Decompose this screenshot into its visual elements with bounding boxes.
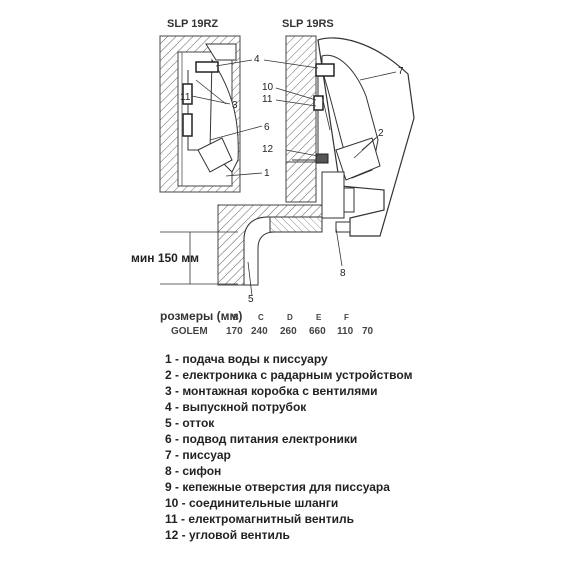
dim-value-e: 110 xyxy=(337,326,354,337)
leader-lines xyxy=(160,59,397,297)
leader-8 xyxy=(335,227,343,267)
siphon-connector xyxy=(343,187,355,213)
leader-1 xyxy=(225,172,263,177)
callout-5: 5 xyxy=(248,294,254,305)
leader-4-left xyxy=(215,59,253,67)
leader-3 xyxy=(195,79,227,105)
callout-12: 12 xyxy=(262,144,274,155)
callout-11-right: 11 xyxy=(262,94,273,105)
callout-7: 7 xyxy=(398,66,404,77)
dim-value-d: 660 xyxy=(309,326,326,337)
outlet-pipe-left xyxy=(195,61,219,73)
callout-4-left: 4 xyxy=(254,54,260,65)
legend-item-5: 5 - отток xyxy=(165,416,215,430)
dim-header-f: F xyxy=(344,313,349,322)
legend-item-1: 1 - подача воды к писсуару xyxy=(165,352,328,366)
leader-11-left xyxy=(191,95,231,105)
legend-item-8: 8 - сифон xyxy=(165,464,222,478)
slp19rz-drawing xyxy=(159,35,241,193)
legend-item-9: 9 - кепежные отверстия для писсуара xyxy=(165,480,390,494)
callout-11-left: 11 xyxy=(180,92,191,103)
outlet-pipe-right xyxy=(315,63,335,77)
legend-item-12: 12 - угловой вентиль xyxy=(165,528,290,542)
leader-6-left xyxy=(209,125,263,141)
valve-lower-left xyxy=(182,113,193,137)
dim-value-f: 70 xyxy=(362,326,374,337)
hose-left xyxy=(187,70,200,151)
legend-item-7: 7 - писсуар xyxy=(165,448,231,462)
leader-2b xyxy=(353,137,377,159)
title-slp19rs: SLP 19RS xyxy=(282,18,334,30)
dimensions-table: розмеры (мм) B C D E F GOLEM 170 240 260… xyxy=(160,309,374,337)
dim-value-b: 240 xyxy=(251,326,268,337)
legend-item-4: 4 - выпускной потрубок xyxy=(165,400,307,414)
legend-item-11: 11 - електромагнитный вентиль xyxy=(165,512,355,526)
solenoid-valve-right xyxy=(313,95,324,111)
callout-3: 3 xyxy=(232,100,238,111)
dim-header-d: D xyxy=(287,313,293,322)
legend-list: 1 - подача воды к писсуару 2 - електрони… xyxy=(165,351,565,543)
dimensions-header: розмеры (мм) xyxy=(160,309,242,323)
dim-header-e: E xyxy=(316,313,322,322)
legend-item-10: 10 - соединительные шланги xyxy=(165,496,339,510)
leader-11-right xyxy=(275,99,317,107)
dim-value-a: 170 xyxy=(226,326,243,337)
electronics-left xyxy=(197,137,233,173)
callout-2: 2 xyxy=(378,128,384,139)
dim-model: GOLEM xyxy=(171,326,208,337)
callout-8: 8 xyxy=(340,268,346,279)
min-height-label: мин 150 мм xyxy=(131,251,199,265)
dim-value-c: 260 xyxy=(280,326,297,337)
angle-valve xyxy=(315,153,329,164)
siphon-bottom xyxy=(335,221,351,233)
drain-horizontal xyxy=(269,216,323,233)
dim-header-b: B xyxy=(233,313,239,322)
callout-10: 10 xyxy=(262,82,274,93)
title-slp19rz: SLP 19RZ xyxy=(167,18,218,30)
supply-hose-right xyxy=(292,76,319,161)
leader-12 xyxy=(285,149,319,157)
callout-6: 6 xyxy=(264,122,270,133)
callout-1: 1 xyxy=(264,168,270,179)
leader-5 xyxy=(247,261,253,297)
siphon-body xyxy=(321,171,345,219)
electronics-right xyxy=(335,137,381,181)
urinal-top-left xyxy=(205,43,237,61)
legend-item-6: 6 - подвод питания електроники xyxy=(165,432,358,446)
leader-4-right xyxy=(263,59,319,69)
legend-item-2: 2 - електроника с радарным устройством xyxy=(165,368,413,382)
leader-6 xyxy=(321,95,331,131)
dim-header-c: C xyxy=(258,313,264,322)
leader-10 xyxy=(275,87,317,101)
right-wall-upper xyxy=(285,35,317,163)
leader-7 xyxy=(359,71,397,81)
right-wall-lower xyxy=(285,161,317,203)
slp19rs-drawing xyxy=(217,35,415,286)
legend-item-3: 3 - монтажная коробка с вентилями xyxy=(165,384,378,398)
